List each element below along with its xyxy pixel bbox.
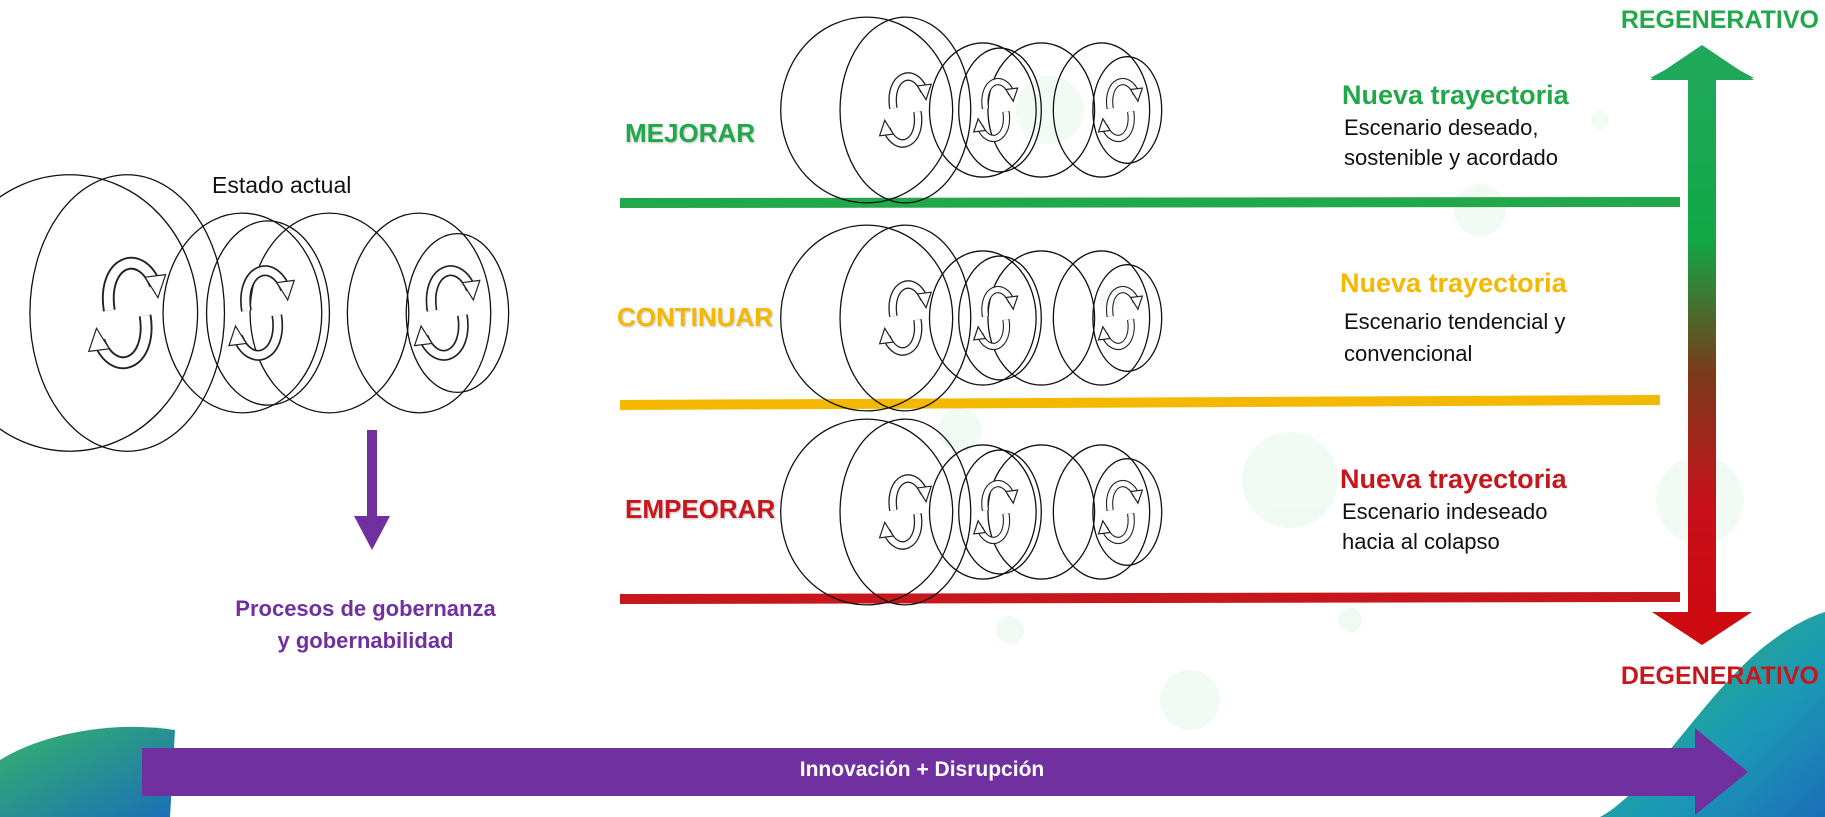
governance-label: Procesos de gobernanza y gobernabilidad: [188, 593, 543, 657]
scenario-desc-mejorar: Nueva trayectoria Escenario deseado, sos…: [1342, 80, 1569, 171]
scenario-label-mejorar: MEJORAR: [625, 118, 756, 148]
scenario-desc-continuar: Nueva trayectoria Escenario tendencial y…: [1340, 268, 1567, 367]
cycle-ring: [780, 418, 954, 606]
swoosh-right: [1600, 612, 1825, 817]
continuar-line: [619, 395, 1661, 410]
governance-line-1: Procesos de gobernanza: [235, 596, 496, 621]
cycle-ring: [839, 16, 972, 204]
cycle-ring: [987, 444, 1096, 580]
cycle-ring: [405, 232, 510, 394]
cycle-ring: [839, 418, 972, 606]
trajectory-desc-line-1: Escenario tendencial y: [1344, 309, 1566, 334]
cycle-ring: [1092, 56, 1163, 164]
regenerative-axis-arrow: [1650, 45, 1754, 645]
trajectory-desc-line-2: sostenible y acordado: [1344, 145, 1559, 170]
cycle-ring: [1052, 42, 1151, 178]
cycle-ring: [1092, 264, 1163, 372]
cycle-ring: [928, 42, 1037, 178]
cycle-ring: [29, 174, 226, 452]
cycle-ring: [987, 250, 1096, 386]
cycle-ring: [249, 212, 410, 414]
cluster-empeorar: [780, 418, 1163, 606]
cycle-ring: [839, 224, 972, 412]
scenario-desc-empeorar: Nueva trayectoria Escenario indeseado ha…: [1340, 464, 1567, 555]
governance-line-2: y gobernabilidad: [277, 628, 454, 653]
trajectory-desc-line-1: Escenario deseado,: [1344, 115, 1539, 140]
scenario-label-empeorar: EMPEORAR: [625, 494, 776, 524]
trajectory-desc-line-2: hacia al colapso: [1342, 529, 1500, 554]
cycle-ring: [1052, 250, 1151, 386]
cycle-ring: [958, 255, 1042, 381]
trajectory-desc-line-1: Escenario indeseado: [1342, 499, 1548, 524]
innovation-arrow-label: Innovación + Disrupción: [799, 758, 1045, 781]
cluster-continuar: [780, 224, 1163, 412]
degenerative-label: DEGENERATIVO: [1620, 662, 1819, 690]
innovation-arrow: [142, 728, 1748, 815]
cluster-mejorar: [780, 16, 1163, 204]
swoosh-left: [0, 726, 175, 817]
cycle-ring: [987, 42, 1096, 178]
regenerative-label: REGENERATIVO: [1620, 6, 1819, 34]
scenario-label-continuar: CONTINUAR: [617, 302, 773, 332]
cycle-clusters: [0, 16, 1163, 606]
down-arrow: [354, 430, 390, 550]
cycle-ring: [958, 47, 1042, 173]
current-state-label: Estado actual: [212, 172, 352, 198]
cycle-ring: [1092, 458, 1163, 566]
cluster-current-state: [0, 174, 510, 452]
cycle-ring: [205, 220, 331, 406]
cycle-ring: [162, 212, 323, 414]
cycle-ring: [958, 449, 1042, 575]
cycle-ring: [928, 444, 1037, 580]
cycle-ring: [1052, 444, 1151, 580]
cycle-ring: [928, 250, 1037, 386]
cycle-ring: [346, 212, 492, 414]
mejorar-line: [619, 197, 1681, 208]
empeorar-line: [619, 592, 1681, 604]
trajectory-title: Nueva trayectoria: [1340, 464, 1567, 494]
trajectory-desc-line-2: convencional: [1344, 341, 1473, 366]
cycle-ring: [780, 16, 954, 204]
cycle-ring: [780, 224, 954, 412]
trajectory-title: Nueva trayectoria: [1340, 268, 1567, 298]
cycle-ring: [0, 174, 199, 452]
trajectory-title: Nueva trayectoria: [1342, 80, 1569, 110]
